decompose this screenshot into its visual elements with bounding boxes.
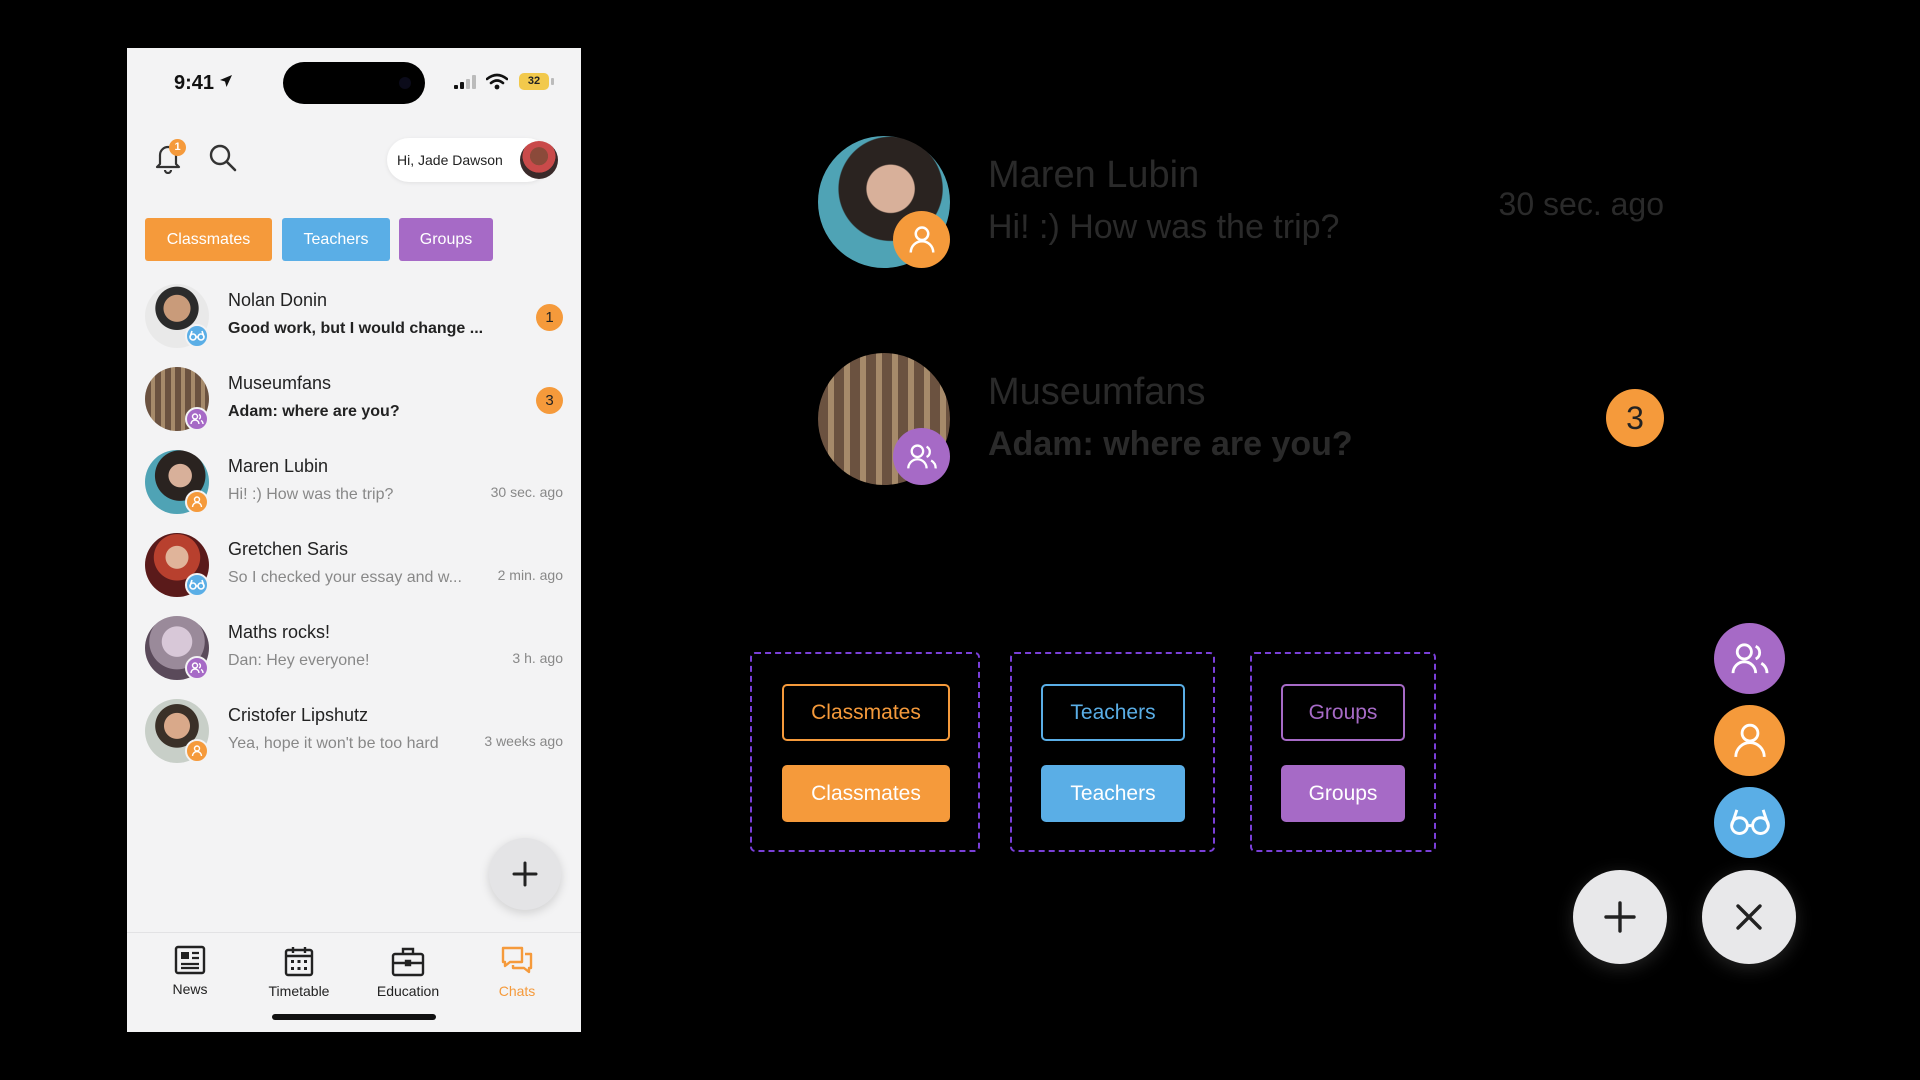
new-group-chat-button[interactable]: [1714, 623, 1785, 694]
avatar: [818, 353, 950, 485]
teacher-icon: [185, 324, 209, 348]
showcase-chat-row: Museumfans Adam: where are you? 3: [818, 353, 1678, 485]
chat-icon: [501, 946, 533, 974]
classmate-icon: [893, 211, 950, 268]
chat-item[interactable]: Maren Lubin Hi! :) How was the trip? 30 …: [127, 450, 581, 533]
unread-count-badge: 1: [536, 304, 563, 331]
chat-message: Hi! :) How was the trip?: [988, 208, 1340, 246]
wifi-icon: [486, 73, 508, 90]
chat-timestamp: 30 sec. ago: [490, 484, 563, 500]
chat-timestamp: 30 sec. ago: [1498, 186, 1664, 222]
classmate-icon: [185, 490, 209, 514]
tab-label: Chats: [498, 983, 536, 999]
classmate-icon: [185, 739, 209, 763]
filter-teachers[interactable]: Teachers: [282, 218, 390, 261]
group-icon: [185, 656, 209, 680]
search-icon[interactable]: [207, 142, 239, 174]
status-bar: 9:41 32: [127, 48, 581, 118]
phone-screen: 9:41 32 1 Hi, Jade Dawson Classmates Tea…: [127, 48, 581, 1032]
chat-message: Dan: Hey everyone!: [228, 652, 370, 669]
showcase-chat-row: Maren Lubin Hi! :) How was the trip? 30 …: [818, 136, 1678, 268]
teachers-outline-button[interactable]: Teachers: [1041, 684, 1185, 741]
chat-timestamp: 2 min. ago: [497, 567, 563, 583]
group-icon: [1731, 642, 1768, 673]
teachers-filled-button[interactable]: Teachers: [1041, 765, 1185, 822]
battery-tip: [551, 78, 554, 85]
unread-count-badge: 3: [1606, 389, 1664, 447]
chat-message: Yea, hope it won't be too hard: [228, 735, 439, 752]
chat-timestamp: 3 h. ago: [512, 650, 563, 666]
chat-item[interactable]: Museumfans Adam: where are you? 3: [127, 367, 581, 450]
calendar-icon: [284, 947, 314, 977]
tab-label: Education: [376, 983, 440, 999]
chat-name: Maren Lubin: [988, 154, 1200, 196]
chat-item[interactable]: Cristofer Lipshutz Yea, hope it won't be…: [127, 699, 581, 782]
classmate-icon: [1733, 723, 1766, 757]
location-arrow-icon: [220, 75, 232, 87]
new-classmate-chat-button[interactable]: [1714, 705, 1785, 776]
chat-name: Maren Lubin: [228, 456, 329, 476]
news-icon: [174, 945, 206, 975]
notification-badge: 1: [169, 139, 186, 156]
filter-classmates[interactable]: Classmates: [145, 218, 272, 261]
new-chat-button[interactable]: [489, 838, 561, 910]
tab-chats[interactable]: Chats: [472, 945, 562, 999]
add-button[interactable]: [1573, 870, 1667, 964]
avatar[interactable]: [520, 141, 558, 179]
plus-icon: [1604, 901, 1636, 933]
close-menu-button[interactable]: [1702, 870, 1796, 964]
teachers-button-states: Teachers Teachers: [1010, 652, 1215, 852]
chat-message: Adam: where are you?: [228, 403, 400, 420]
groups-filled-button[interactable]: Groups: [1281, 765, 1405, 822]
chat-timestamp: 3 weeks ago: [484, 733, 563, 749]
home-indicator: [272, 1014, 436, 1020]
tab-timetable[interactable]: Timetable: [254, 945, 344, 999]
chat-message: Good work, but I would change ...: [228, 320, 484, 337]
chat-name: Gretchen Saris: [228, 539, 349, 559]
teacher-icon: [1729, 808, 1770, 835]
chat-message: Adam: where are you?: [988, 425, 1353, 463]
groups-button-states: Groups Groups: [1250, 652, 1436, 852]
chat-name: Museumfans: [988, 371, 1206, 413]
classmates-button-states: Classmates Classmates: [750, 652, 980, 852]
plus-icon: [512, 861, 538, 887]
signal-icon: [454, 75, 476, 89]
tab-bar: News Timetable Education Chats: [127, 932, 581, 1032]
chat-item[interactable]: Nolan Donin Good work, but I would chang…: [127, 284, 581, 367]
briefcase-icon: [391, 947, 425, 977]
chat-name: Cristofer Lipshutz: [228, 705, 369, 725]
chat-name: Nolan Donin: [228, 290, 328, 310]
new-teacher-chat-button[interactable]: [1714, 787, 1785, 858]
groups-outline-button[interactable]: Groups: [1281, 684, 1405, 741]
group-icon: [893, 428, 950, 485]
chat-message: Hi! :) How was the trip?: [228, 486, 394, 503]
tab-label: Timetable: [268, 983, 330, 999]
chat-item[interactable]: Maths rocks! Dan: Hey everyone! 3 h. ago: [127, 616, 581, 699]
chat-name: Maths rocks!: [228, 622, 331, 642]
tab-education[interactable]: Education: [363, 945, 453, 999]
teacher-icon: [185, 573, 209, 597]
chat-name: Museumfans: [228, 373, 332, 393]
battery-indicator: 32: [519, 73, 549, 90]
close-icon: [1736, 904, 1762, 930]
dynamic-island: [283, 62, 425, 104]
group-icon: [185, 407, 209, 431]
filter-groups[interactable]: Groups: [399, 218, 493, 261]
status-time: 9:41: [174, 72, 215, 94]
classmates-outline-button[interactable]: Classmates: [782, 684, 950, 741]
unread-count-badge: 3: [536, 387, 563, 414]
chat-message: So I checked your essay and w...: [228, 569, 462, 586]
chat-item[interactable]: Gretchen Saris So I checked your essay a…: [127, 533, 581, 616]
tab-news[interactable]: News: [145, 945, 235, 997]
classmates-filled-button[interactable]: Classmates: [782, 765, 950, 822]
tab-label: News: [172, 981, 208, 997]
